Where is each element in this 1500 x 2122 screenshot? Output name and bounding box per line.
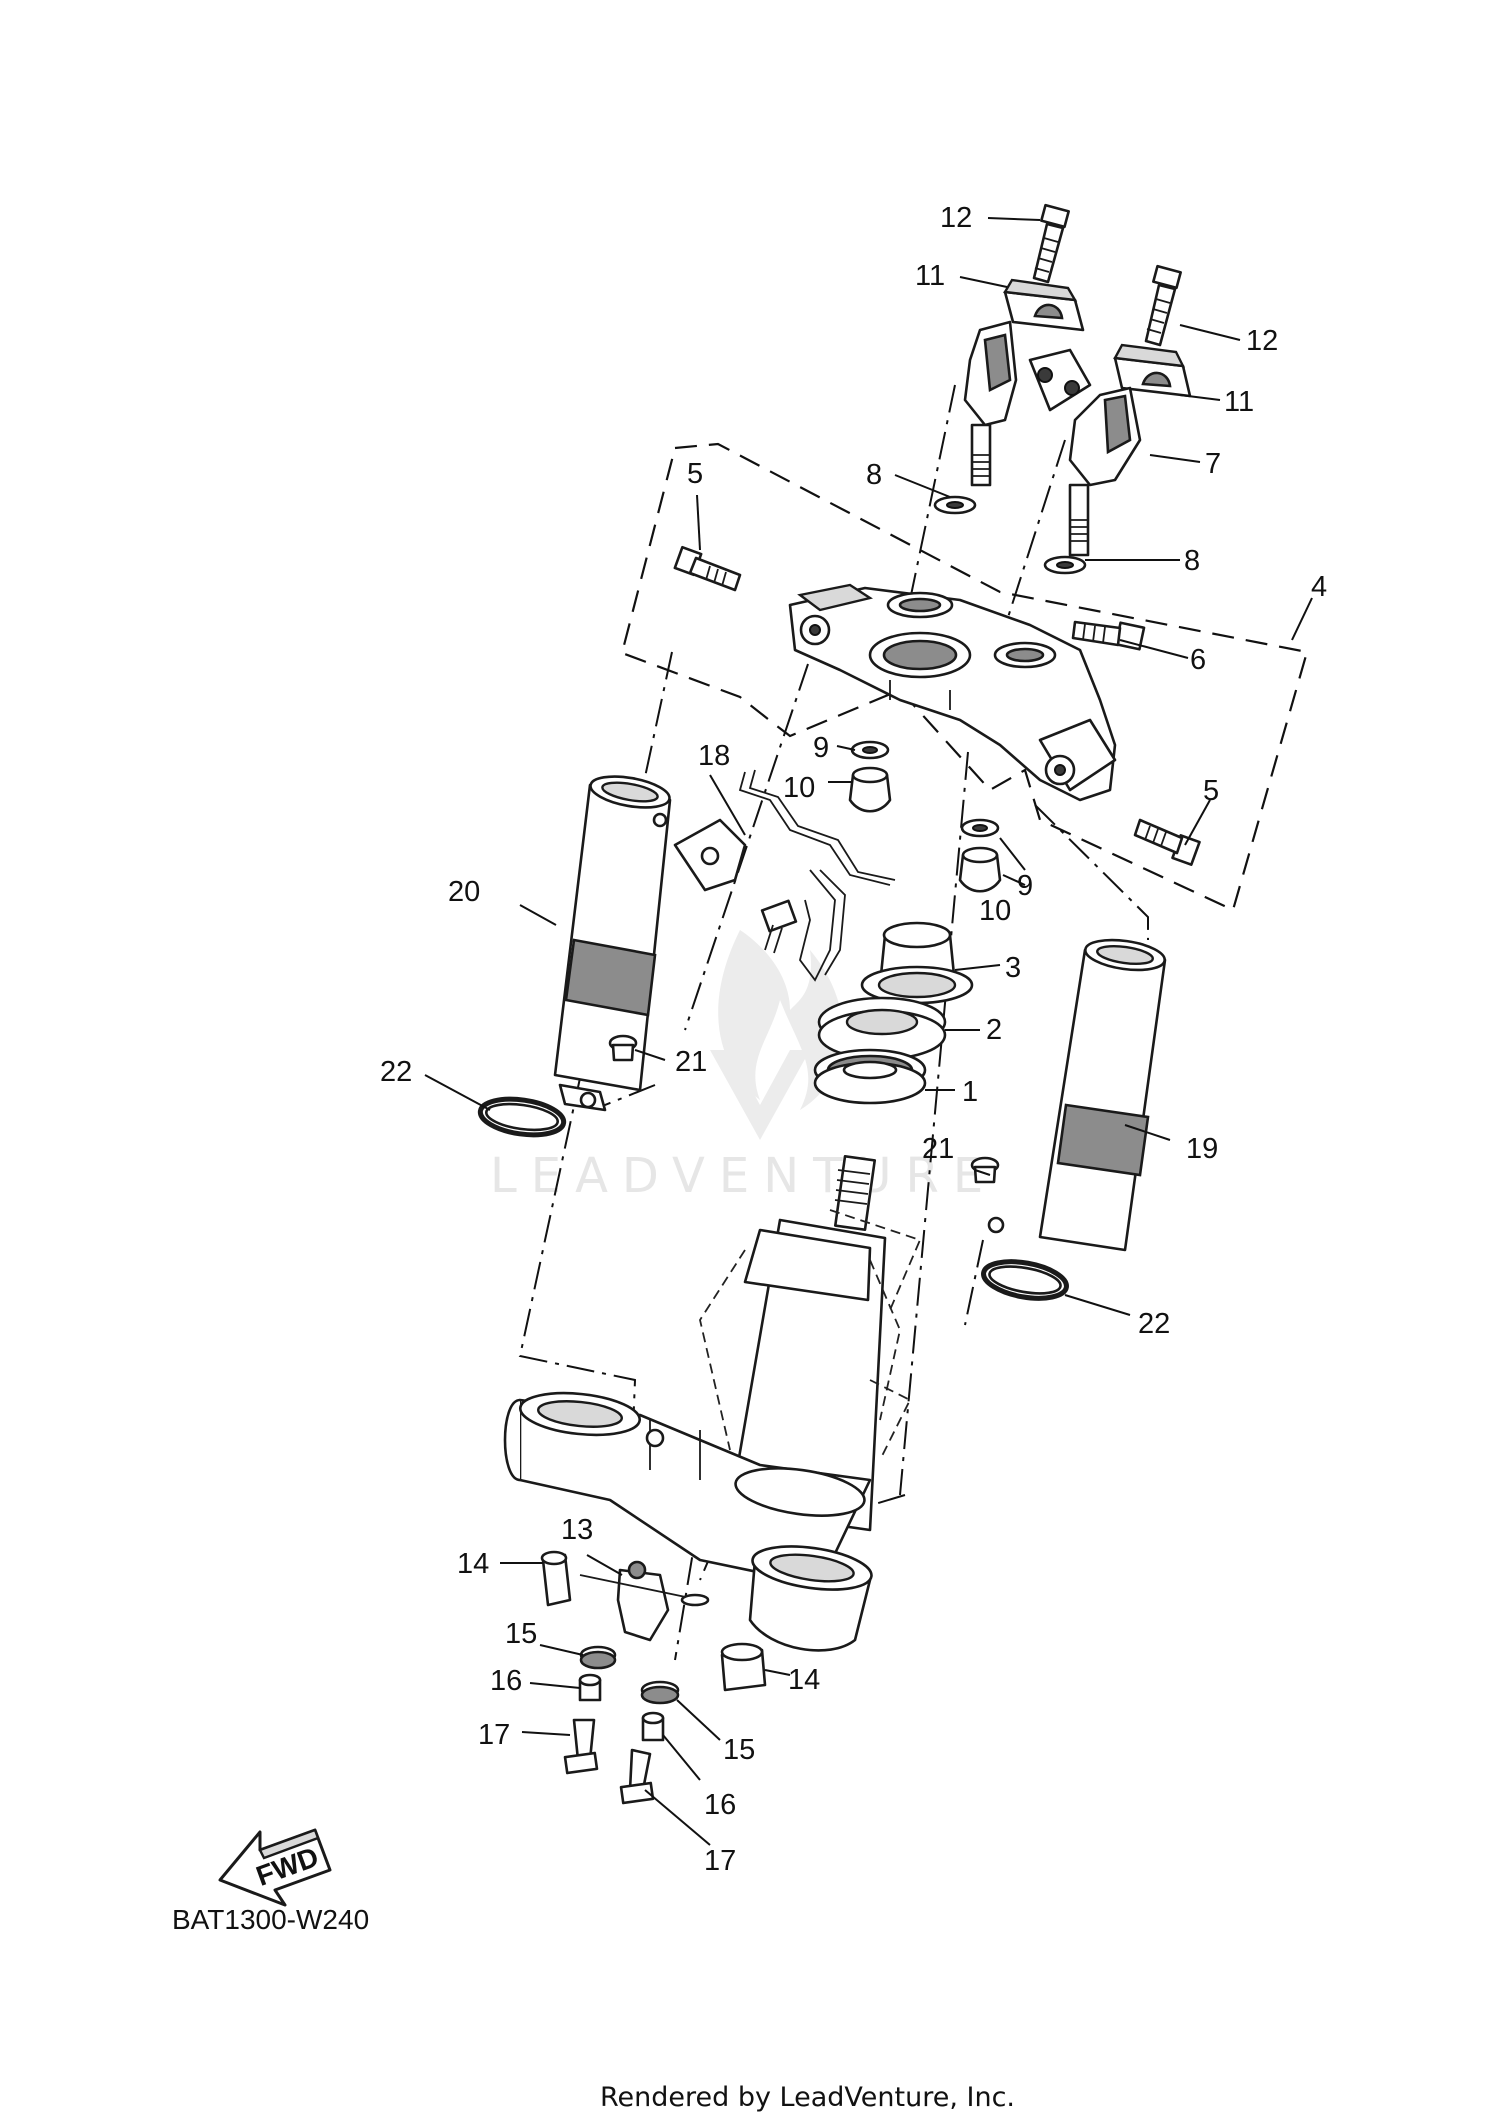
callout-17: 17 (478, 1719, 510, 1751)
cap-nut-right (958, 846, 1002, 893)
o-ring-right-inner (988, 1265, 1062, 1295)
steering-stem-lower-bracket (503, 1154, 922, 1652)
fork-cover-right (987, 938, 1167, 1252)
bearing-race-upper (860, 921, 974, 1005)
riser-clamp-right (1113, 343, 1192, 398)
callout-11: 11 (915, 260, 945, 292)
fork-screw-left (608, 1034, 638, 1062)
callout-2: 2 (986, 1014, 1002, 1046)
handlebar-riser-right (1068, 386, 1142, 557)
damper-right-stack (619, 1680, 680, 1805)
callout-15: 15 (723, 1734, 755, 1766)
callout-3: 3 (1005, 952, 1021, 984)
dust-seal (817, 996, 947, 1061)
callout-18: 18 (698, 740, 730, 772)
watermark-text: LEADVENTURE (490, 1148, 997, 1204)
callout-11: 11 (1224, 386, 1254, 418)
steering-bearing (813, 1048, 927, 1105)
callout-1: 1 (962, 1076, 978, 1108)
callout-8: 8 (866, 459, 882, 491)
cable-bracket (673, 769, 896, 982)
pinch-bolt-upper (673, 545, 742, 592)
callout-14: 14 (788, 1664, 820, 1696)
callout-12: 12 (940, 202, 972, 234)
callout-10: 10 (783, 772, 815, 804)
callout-22: 22 (1138, 1308, 1170, 1340)
hose-clamp-block (579, 1560, 710, 1642)
fork-cover-left (553, 775, 672, 1112)
callout-20: 20 (448, 876, 480, 908)
forward-arrow: FWD (218, 1828, 332, 1907)
callout-19: 19 (1186, 1133, 1218, 1165)
callout-8: 8 (1184, 545, 1200, 577)
callout-9: 9 (813, 732, 829, 764)
callout-12: 12 (1246, 325, 1278, 357)
rendered-by-credit: Rendered by LeadVenture, Inc. (600, 2082, 1015, 2113)
callout-21: 21 (675, 1046, 707, 1078)
upper-bracket (788, 583, 1117, 802)
callout-5: 5 (687, 458, 703, 490)
handlebar-riser-left (963, 320, 1092, 487)
leader-lines (424, 217, 1313, 1846)
callout-labels: 12 11 12 11 7 8 8 5 4 6 9 10 5 9 10 18 2… (380, 202, 1327, 1877)
callout-16: 16 (490, 1665, 522, 1697)
riser-clamp-left (1003, 278, 1085, 332)
callout-14: 14 (457, 1548, 489, 1580)
cap-nut-left (848, 766, 892, 813)
callout-6: 6 (1190, 644, 1206, 676)
callout-9: 9 (1017, 870, 1033, 902)
o-ring-left-inner (485, 1102, 559, 1132)
pinch-bolt-lower (1133, 818, 1201, 866)
riser-bolt-right (1144, 264, 1182, 347)
callout-21: 21 (922, 1133, 954, 1165)
riser-bolt-left (1032, 203, 1070, 284)
callout-17: 17 (704, 1845, 736, 1877)
damper-rubber-lower (720, 1642, 767, 1692)
callout-15: 15 (505, 1618, 537, 1650)
callout-10: 10 (979, 895, 1011, 927)
callout-13: 13 (561, 1514, 593, 1546)
damper-left-stack (563, 1645, 617, 1775)
callout-22: 22 (380, 1056, 412, 1088)
callout-4: 4 (1311, 571, 1327, 603)
upper-bracket-boundary (620, 442, 1309, 912)
callout-16: 16 (704, 1789, 736, 1821)
clamp-bolt (1071, 620, 1146, 651)
drawing-code: BAT1300-W240 (172, 1904, 369, 1935)
callout-7: 7 (1205, 448, 1221, 480)
damper-rubber-upper (540, 1550, 572, 1607)
fork-screw-right (970, 1156, 1000, 1184)
callout-5: 5 (1203, 775, 1219, 807)
